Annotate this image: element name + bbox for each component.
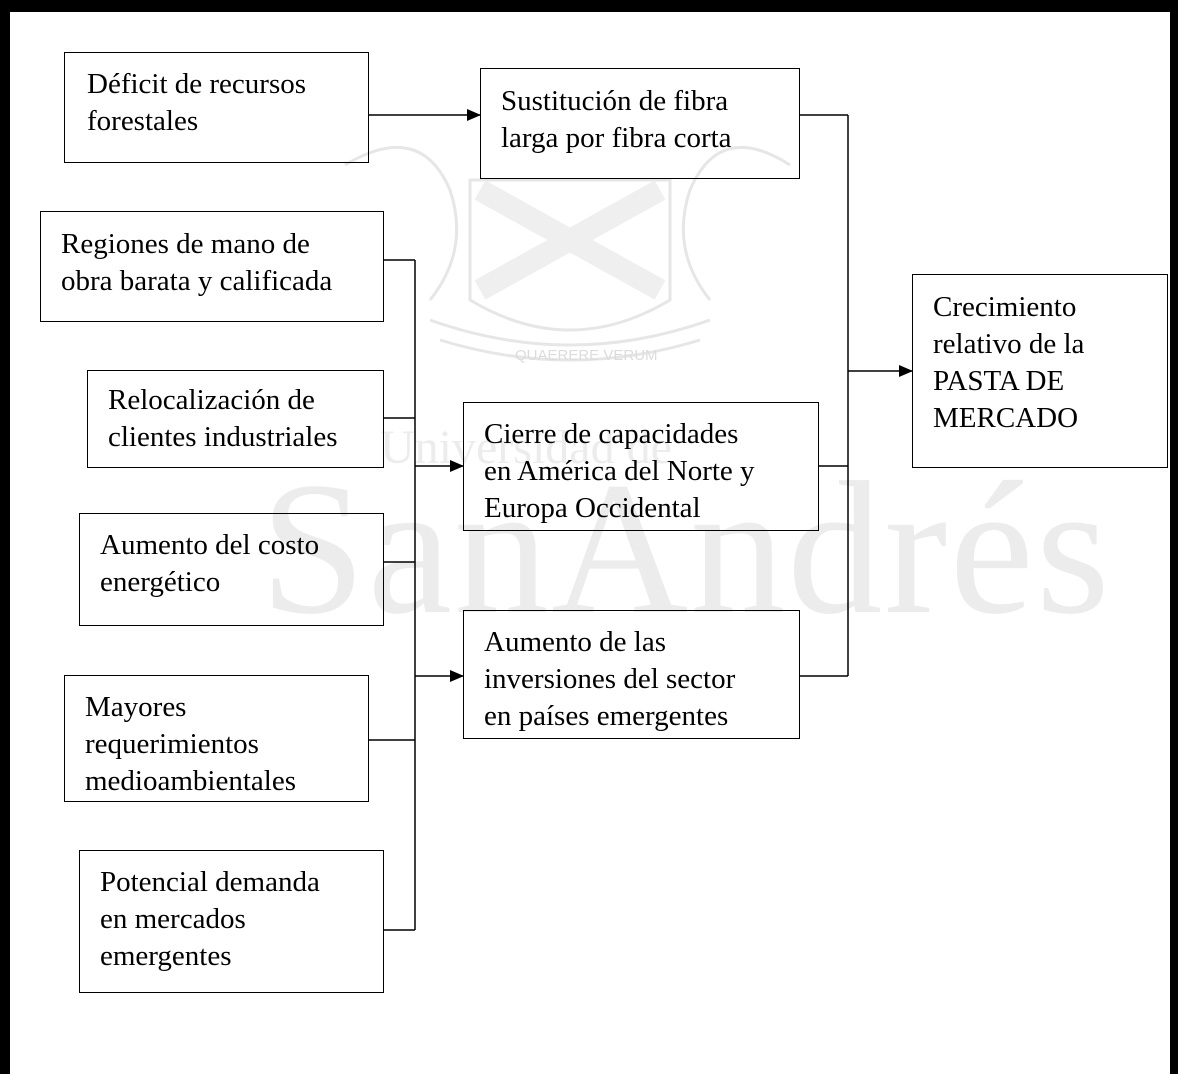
box-regiones: Regiones de mano de obra barata y califi… (40, 211, 384, 322)
box-potencial: Potencial demanda en mercados emergentes (79, 850, 384, 993)
box-aumento-inversiones: Aumento de las inversiones del sector en… (463, 610, 800, 739)
box-sustitucion: Sustitución de fibra larga por fibra cor… (480, 68, 800, 179)
box-aumento-costo: Aumento del costo energético (79, 513, 384, 626)
watermark-motto: QUAERERE VERUM (515, 347, 658, 364)
watermark-line1: Universidad de (380, 421, 672, 474)
box-cierre: Cierre de capacidades en América del Nor… (463, 402, 819, 531)
box-relocalizacion: Relocalización de clientes industriales (87, 370, 384, 468)
watermark-line2: SanAndrés (260, 444, 1112, 654)
box-crecimiento: Crecimiento relativo de la PASTA DE MERC… (912, 274, 1168, 468)
box-mayores: Mayores requerimientos medioambientales (64, 675, 369, 802)
box-deficit: Déficit de recursos forestales (64, 52, 369, 163)
